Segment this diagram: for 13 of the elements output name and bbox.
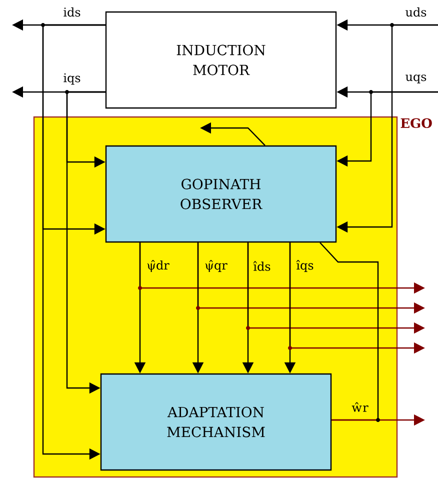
edge-label: îds: [252, 260, 272, 272]
node-label: EGO: [400, 118, 432, 128]
process-box: ADAPTATION MECHANISM: [100, 373, 332, 471]
edge-label: îqs: [295, 258, 315, 274]
edge-label: ids: [62, 6, 82, 18]
edge-label: ψ̂dr: [146, 258, 170, 274]
edge-label: uds: [404, 6, 428, 18]
process-box: GOPINATH OBSERVER: [105, 145, 337, 243]
edge-label: ψ̂qr: [204, 258, 228, 274]
edge-label: iqs: [62, 72, 82, 86]
process-box: INDUCTION MOTOR: [105, 11, 337, 109]
edge-label: uqs: [404, 74, 428, 84]
edge-label: ŵr: [350, 401, 370, 413]
